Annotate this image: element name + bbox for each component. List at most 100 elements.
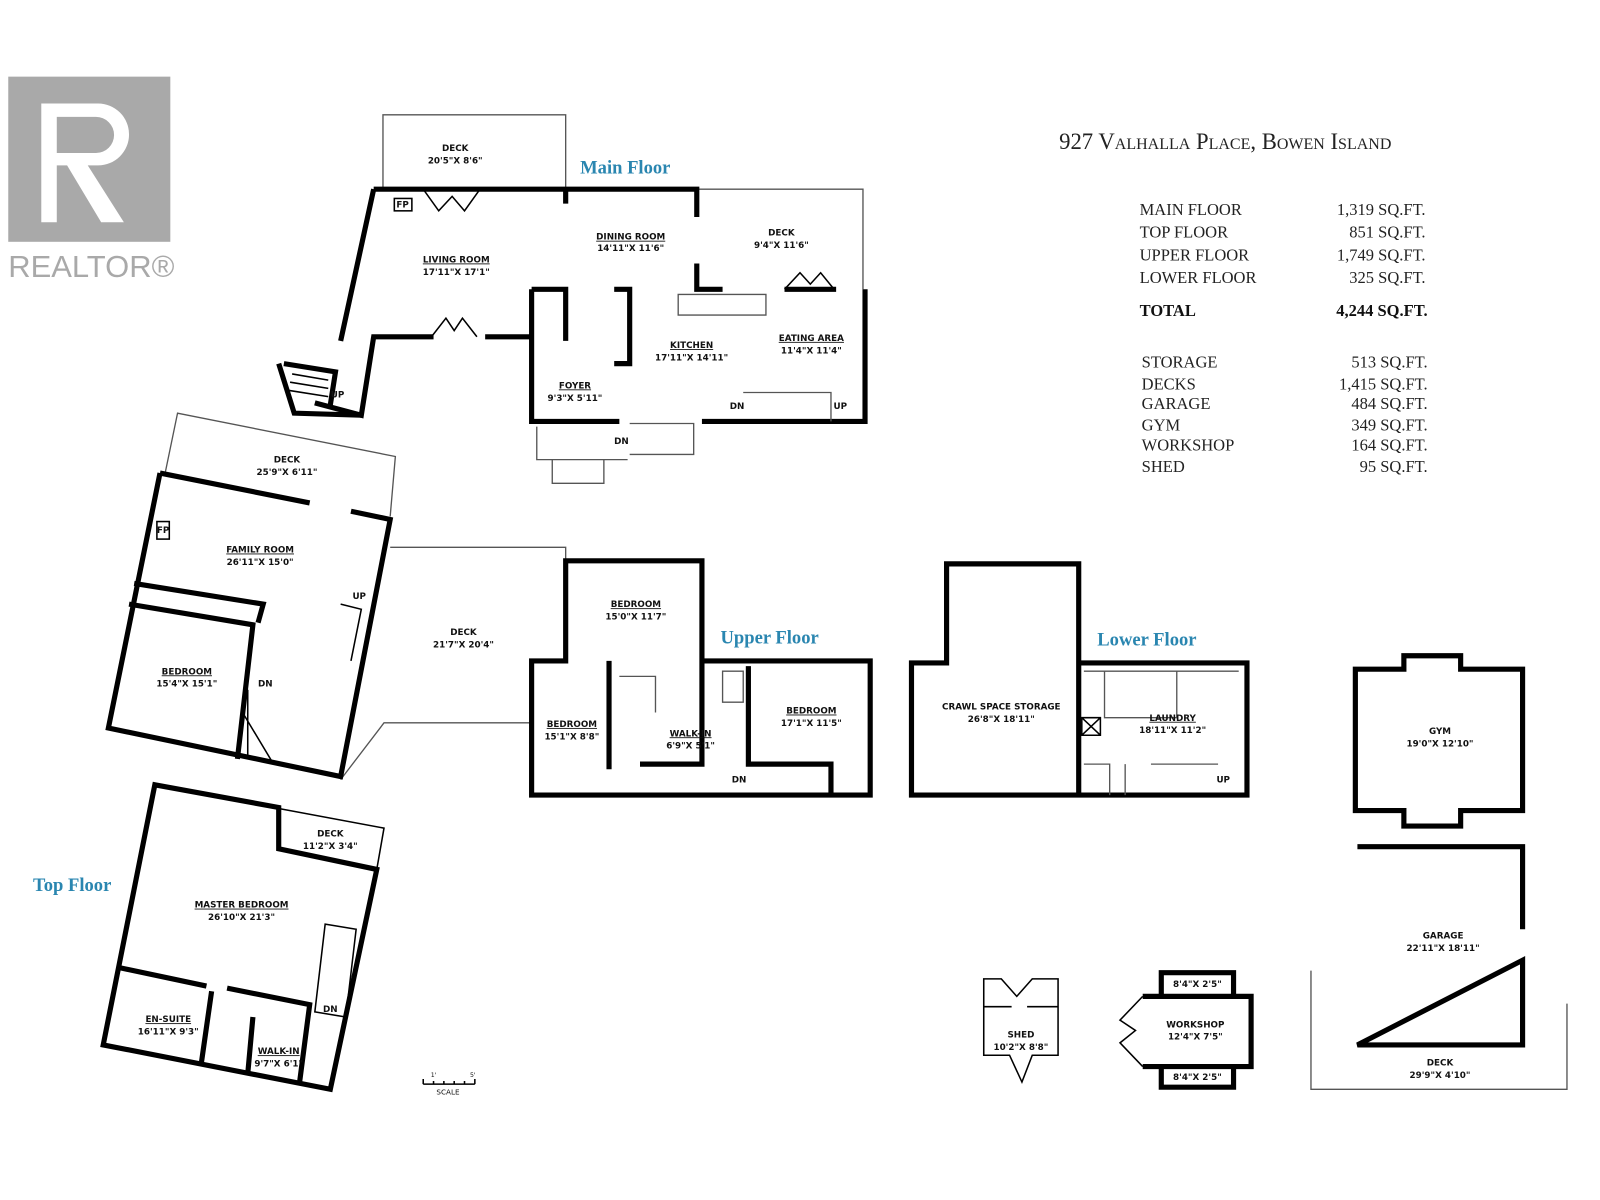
svg-text:513 SQ.FT.: 513 SQ.FT. [1351,353,1427,372]
svg-text:DN: DN [732,776,747,786]
upper-floor-label: Upper Floor [721,627,819,648]
svg-text:21'7"X 20'4": 21'7"X 20'4" [433,640,494,650]
garage-plan: GARAGE 22'11"X 18'11" DECK 29'9"X 4'10" [1310,844,1568,1090]
main-floor-label: Main Floor [580,158,670,179]
svg-text:11'2"X 3'4": 11'2"X 3'4" [303,842,358,852]
svg-text:15'4"X 15'1": 15'4"X 15'1" [156,680,217,690]
svg-text:FP: FP [396,201,409,211]
svg-text:LOWER FLOOR: LOWER FLOOR [1140,268,1257,287]
svg-text:WALK-IN: WALK-IN [670,729,712,739]
svg-text:11'4"X 11'4": 11'4"X 11'4" [781,346,842,356]
svg-text:DN: DN [614,437,629,447]
svg-text:17'11"X 14'11": 17'11"X 14'11" [655,354,728,364]
svg-text:KITCHEN: KITCHEN [670,341,713,351]
svg-text:GYM: GYM [1429,727,1451,737]
svg-text:UP: UP [352,592,366,602]
svg-text:FAMILY ROOM: FAMILY ROOM [226,546,294,556]
lower-floor-label: Lower Floor [1097,629,1196,650]
svg-text:WALK-IN: WALK-IN [258,1047,300,1057]
svg-text:17'1"X 11'5": 17'1"X 11'5" [781,719,842,729]
svg-text:BEDROOM: BEDROOM [786,707,836,717]
main-floor-plan: FP UP DN UP DN DECK 20'5"X 8'6" LIVING RO… [276,114,868,485]
svg-text:15'0"X 11'7": 15'0"X 11'7" [605,613,666,623]
svg-text:BEDROOM: BEDROOM [162,667,212,677]
svg-text:9'4"X 11'6": 9'4"X 11'6" [754,241,809,251]
svg-text:LIVING ROOM: LIVING ROOM [423,255,490,265]
svg-text:DECK: DECK [1427,1059,1455,1069]
svg-text:DECK: DECK [274,456,302,466]
area-summary: MAIN FLOOR 1,319 SQ.FT. TOP FLOOR 851 SQ.F… [1140,200,1428,476]
svg-text:DECK: DECK [768,229,796,239]
svg-text:SHED: SHED [1007,1031,1034,1041]
svg-text:GYM: GYM [1142,416,1181,435]
svg-text:14'11"X 11'6": 14'11"X 11'6" [597,244,664,254]
svg-text:FOYER: FOYER [559,381,591,391]
svg-text:REALTOR®: REALTOR® [8,249,174,284]
svg-text:1,415 SQ.FT.: 1,415 SQ.FT. [1339,374,1428,393]
svg-text:BEDROOM: BEDROOM [611,600,661,610]
svg-text:12'4"X 7'5": 12'4"X 7'5" [1168,1033,1223,1043]
svg-text:26'8"X 18'11": 26'8"X 18'11" [968,715,1035,725]
svg-text:DECK: DECK [317,829,345,839]
svg-text:EATING AREA: EATING AREA [779,334,844,344]
svg-text:15'1"X 8'8": 15'1"X 8'8" [544,732,599,742]
svg-text:DN: DN [730,402,745,412]
svg-text:8'4"X 2'5": 8'4"X 2'5" [1173,980,1222,990]
svg-text:1,319 SQ.FT.: 1,319 SQ.FT. [1337,200,1426,219]
svg-text:DN: DN [323,1005,338,1015]
svg-text:9'7"X 6'1": 9'7"X 6'1" [254,1060,303,1070]
svg-text:16'11"X 9'3": 16'11"X 9'3" [138,1028,199,1038]
svg-text:DN: DN [258,680,273,690]
svg-text:9'3"X 5'11": 9'3"X 5'11" [548,394,603,404]
svg-text:MASTER BEDROOM: MASTER BEDROOM [195,901,289,911]
svg-text:SHED: SHED [1142,457,1185,476]
top-floor-plan: DN DECK 11'2"X 3'4" MASTER BEDROOM 26'10"X… [100,781,385,1093]
svg-text:GARAGE: GARAGE [1423,932,1464,942]
svg-text:UPPER FLOOR: UPPER FLOOR [1140,245,1250,264]
svg-text:EN-SUITE: EN-SUITE [145,1015,191,1025]
svg-text:5': 5' [470,1072,476,1079]
svg-text:349 SQ.FT.: 349 SQ.FT. [1351,416,1427,435]
svg-text:DINING ROOM: DINING ROOM [596,233,665,243]
svg-text:26'10"X 21'3": 26'10"X 21'3" [208,913,275,923]
svg-text:LAUNDRY: LAUNDRY [1149,714,1196,724]
svg-text:25'9"X 6'11": 25'9"X 6'11" [257,468,318,478]
svg-text:TOP FLOOR: TOP FLOOR [1140,223,1228,242]
svg-text:484 SQ.FT.: 484 SQ.FT. [1351,394,1427,413]
shed-plan: SHED 10'2"X 8'8" [982,978,1059,1085]
svg-text:6'9"X 5'1": 6'9"X 5'1" [666,742,715,752]
svg-text:DECK: DECK [442,144,470,154]
scale-bar: 1' 5' SCALE [422,1072,476,1096]
svg-text:SCALE: SCALE [436,1087,460,1096]
svg-text:UP: UP [331,391,345,401]
svg-text:10'2"X 8'8": 10'2"X 8'8" [993,1043,1048,1053]
lower-floor-plan: UP CRAWL SPACE STORAGE 26'8"X 18'11" LAUN… [908,561,1250,798]
svg-text:4,244 SQ.FT.: 4,244 SQ.FT. [1336,301,1427,320]
svg-text:17'11"X 17'1": 17'11"X 17'1" [423,268,490,278]
svg-text:29'9"X 4'10": 29'9"X 4'10" [1410,1071,1471,1081]
svg-text:MAIN FLOOR: MAIN FLOOR [1140,200,1242,219]
svg-text:UP: UP [1216,776,1230,786]
svg-text:WORKSHOP: WORKSHOP [1142,435,1235,454]
top-floor-label: Top Floor [33,875,111,896]
svg-text:DECK: DECK [450,628,478,638]
svg-text:GARAGE: GARAGE [1142,394,1211,413]
svg-text:851 SQ.FT.: 851 SQ.FT. [1349,223,1425,242]
svg-text:22'11"X 18'11": 22'11"X 18'11" [1407,944,1480,954]
svg-text:325 SQ.FT.: 325 SQ.FT. [1349,268,1425,287]
realtor-logo: REALTOR® [8,76,175,284]
svg-text:20'5"X 8'6": 20'5"X 8'6" [428,156,483,166]
svg-text:18'11"X 11'2": 18'11"X 11'2" [1139,726,1206,736]
property-title: 927 Valhalla Place, Bowen Island [1059,129,1391,154]
svg-text:UP: UP [833,402,847,412]
svg-text:26'11"X 15'0": 26'11"X 15'0" [227,558,294,568]
svg-text:CRAWL SPACE STORAGE: CRAWL SPACE STORAGE [942,702,1061,712]
svg-text:STORAGE: STORAGE [1142,353,1218,372]
svg-text:WORKSHOP: WORKSHOP [1166,1020,1225,1030]
svg-text:95 SQ.FT.: 95 SQ.FT. [1360,457,1428,476]
svg-text:TOTAL: TOTAL [1140,301,1196,320]
